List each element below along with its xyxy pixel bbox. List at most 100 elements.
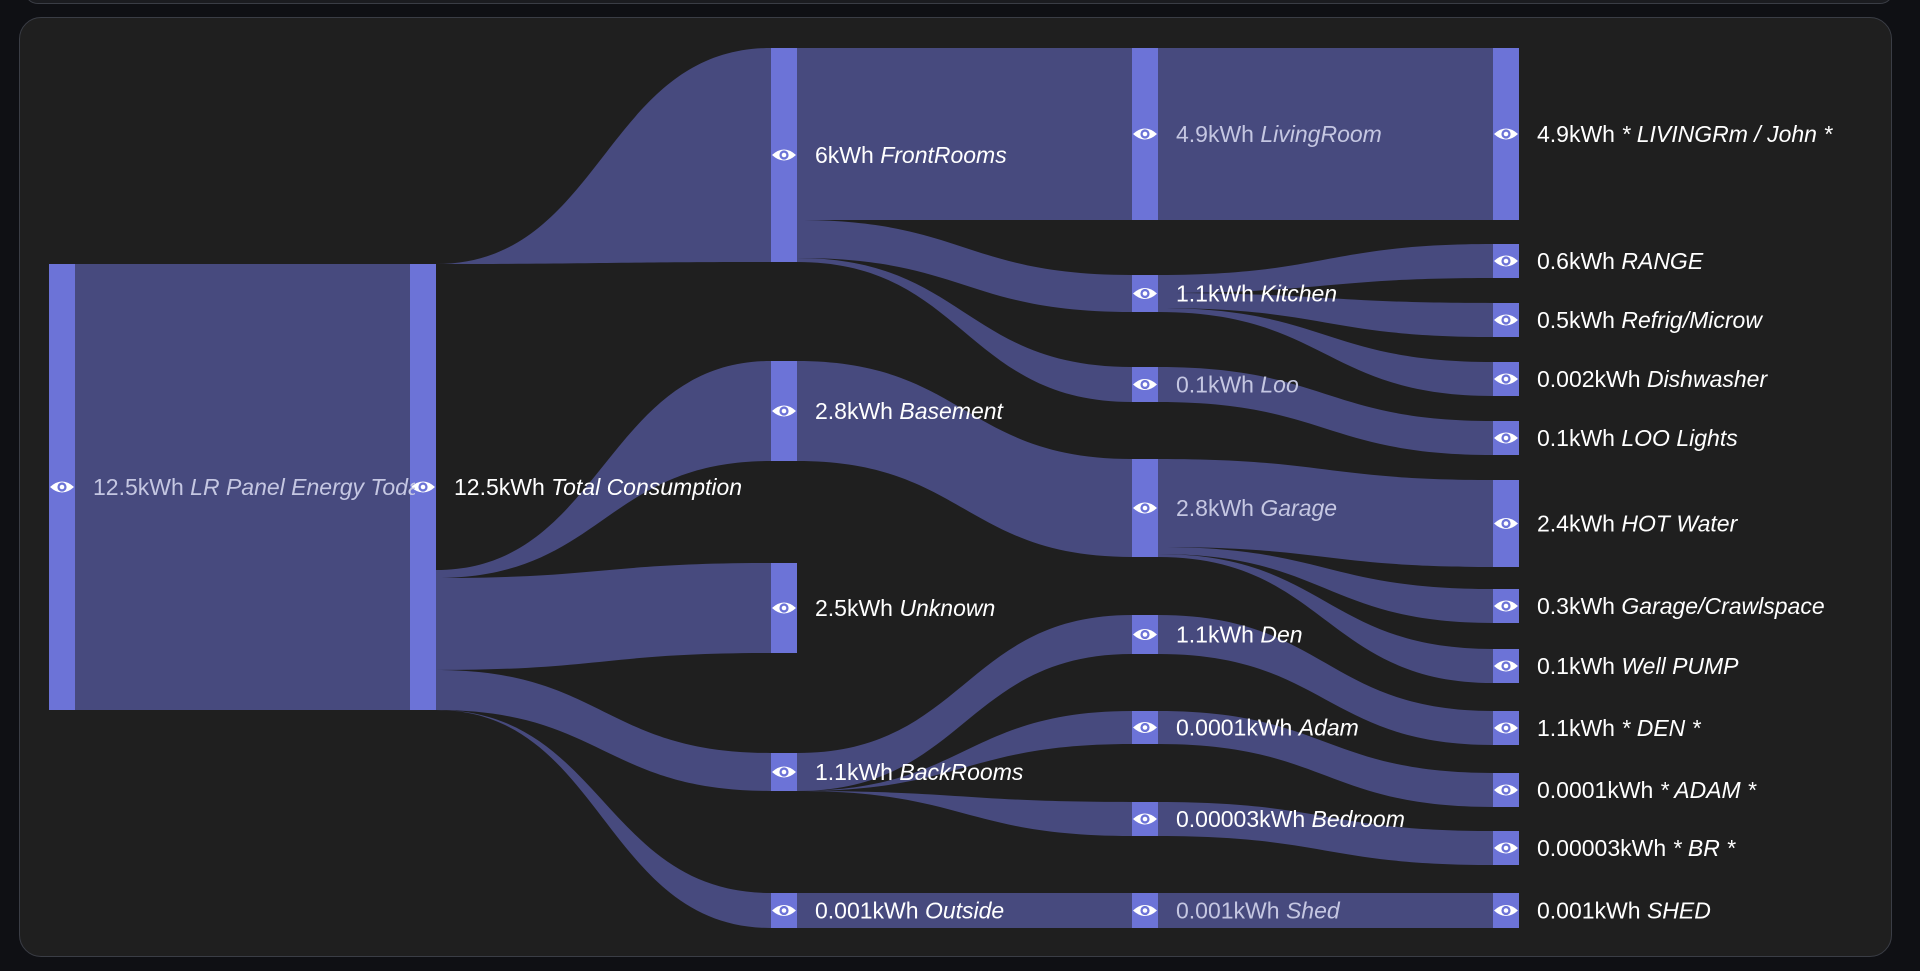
eye-icon[interactable] (772, 766, 796, 778)
flow-link-frontrooms-to-livingroom (797, 48, 1132, 220)
node-label-dishwasher: 0.002kWh Dishwasher (1537, 366, 1768, 392)
flow-link-shed-to-shed_leaf (1158, 893, 1493, 928)
eye-icon[interactable] (1494, 314, 1518, 326)
node-label-backrooms: 1.1kWh BackRooms (815, 759, 1024, 785)
node-label-loo: 0.1kWh Loo (1176, 372, 1299, 398)
node-label-range: 0.6kWh RANGE (1537, 248, 1704, 274)
flow-link-kitchen-to-dishwasher (1158, 308, 1493, 396)
eye-icon-pupil (1503, 603, 1509, 609)
node-name: * LIVINGRm / John * (1621, 121, 1833, 147)
node-name: * ADAM * (1660, 777, 1757, 803)
eye-icon-pupil (1503, 521, 1509, 526)
eye-icon-pupil (1503, 908, 1509, 913)
eye-icon[interactable] (1133, 722, 1157, 733)
flow-link-kitchen-to-range (1158, 244, 1493, 293)
node-value: 1.1kWh (1537, 715, 1615, 741)
node-label-den_leaf: 1.1kWh * DEN * (1537, 715, 1702, 741)
flow-link-total-to-outside (436, 710, 771, 928)
eye-icon-pupil (1142, 131, 1148, 137)
node-value: 0.5kWh (1537, 307, 1615, 333)
eye-icon-pupil (781, 605, 787, 611)
eye-icon-pupil (59, 484, 65, 490)
flow-link-garage-to-well_pump (1158, 554, 1493, 683)
node-name: Loo (1260, 372, 1299, 398)
node-name: LivingRoom (1260, 121, 1381, 147)
eye-icon-pupil (781, 408, 787, 414)
node-name: Unknown (899, 595, 995, 621)
eye-icon-pupil (781, 908, 787, 913)
node-value: 0.00003kWh (1176, 806, 1305, 832)
eye-icon[interactable] (1133, 128, 1157, 140)
eye-icon[interactable] (1494, 600, 1518, 612)
eye-icon[interactable] (1133, 288, 1157, 299)
eye-icon[interactable] (1494, 128, 1518, 140)
node-name: FrontRooms (880, 142, 1007, 168)
eye-icon[interactable] (772, 149, 796, 161)
node-name: Adam (1297, 715, 1359, 741)
eye-icon-pupil (1503, 663, 1509, 669)
eye-icon[interactable] (772, 405, 796, 417)
node-label-lr_panel: 12.5kWh LR Panel Energy Today (93, 474, 434, 500)
eye-icon[interactable] (411, 481, 435, 493)
eye-icon[interactable] (1133, 905, 1157, 916)
node-label-br_leaf: 0.00003kWh * BR * (1537, 835, 1736, 861)
eye-icon[interactable] (772, 602, 796, 614)
node-value: 0.001kWh (815, 898, 919, 924)
node-value: 2.8kWh (1176, 495, 1254, 521)
node-label-livingrm_john: 4.9kWh * LIVINGRm / John * (1537, 121, 1833, 147)
node-value: 6kWh (815, 142, 874, 168)
eye-icon[interactable] (1494, 905, 1518, 916)
node-label-shed_leaf: 0.001kWh SHED (1537, 898, 1711, 924)
node-bars (49, 48, 1519, 928)
node-value: 1.1kWh (815, 759, 893, 785)
node-label-frontrooms: 6kWh FrontRooms (815, 142, 1007, 168)
flow-link-loo-to-loo_lights (1158, 367, 1493, 455)
node-value: 0.001kWh (1176, 898, 1280, 924)
node-name: Bedroom (1312, 806, 1405, 832)
node-name: Outside (925, 898, 1004, 924)
eye-icon[interactable] (1133, 379, 1157, 390)
eye-icon-pupil (1503, 725, 1509, 731)
eye-icon[interactable] (1494, 660, 1518, 672)
eye-icon-pupil (1142, 816, 1148, 822)
eye-icon[interactable] (1494, 373, 1518, 385)
node-name: Kitchen (1260, 281, 1337, 307)
node-name: * DEN * (1621, 715, 1701, 741)
node-label-unknown: 2.5kWh Unknown (815, 595, 995, 621)
node-value: 0.002kWh (1537, 366, 1641, 392)
node-name: Den (1260, 622, 1302, 648)
node-label-refrig: 0.5kWh Refrig/Microw (1537, 307, 1763, 333)
eye-icon[interactable] (1133, 813, 1157, 825)
flow-link-adam-to-adam_leaf (1158, 711, 1493, 807)
eye-icon[interactable] (1133, 502, 1157, 514)
eye-icon-pupil (1142, 725, 1148, 730)
eye-icon-pupil (781, 152, 787, 158)
node-value: 0.1kWh (1537, 653, 1615, 679)
node-name: Garage (1260, 495, 1337, 521)
eye-icon[interactable] (50, 481, 74, 493)
eye-icon[interactable] (1494, 432, 1518, 444)
eye-icon[interactable] (1494, 784, 1518, 796)
eye-icon-pupil (1503, 131, 1509, 137)
eye-icon-pupil (1142, 632, 1148, 637)
eye-icon[interactable] (772, 905, 796, 916)
node-name: Well PUMP (1621, 653, 1739, 679)
flow-link-total-to-backrooms (436, 670, 771, 791)
node-label-adam_leaf: 0.0001kWh * ADAM * (1537, 777, 1757, 803)
node-label-shed: 0.001kWh Shed (1176, 898, 1341, 924)
node-value: 0.0001kWh (1537, 777, 1653, 803)
eye-icon[interactable] (1494, 722, 1518, 734)
eye-icon[interactable] (1494, 842, 1518, 854)
eye-icon[interactable] (1494, 255, 1518, 267)
flow-link-outside-to-shed (797, 893, 1132, 928)
flow-link-total-to-frontrooms (436, 48, 771, 264)
eye-icon[interactable] (1133, 629, 1157, 640)
node-name: Basement (899, 398, 1004, 424)
node-label-basement: 2.8kWh Basement (815, 398, 1005, 424)
eye-icon-pupil (1142, 291, 1148, 296)
node-label-garage_crawl: 0.3kWh Garage/Crawlspace (1537, 593, 1825, 619)
eye-icon[interactable] (1494, 518, 1518, 529)
node-name: LOO Lights (1621, 425, 1738, 451)
